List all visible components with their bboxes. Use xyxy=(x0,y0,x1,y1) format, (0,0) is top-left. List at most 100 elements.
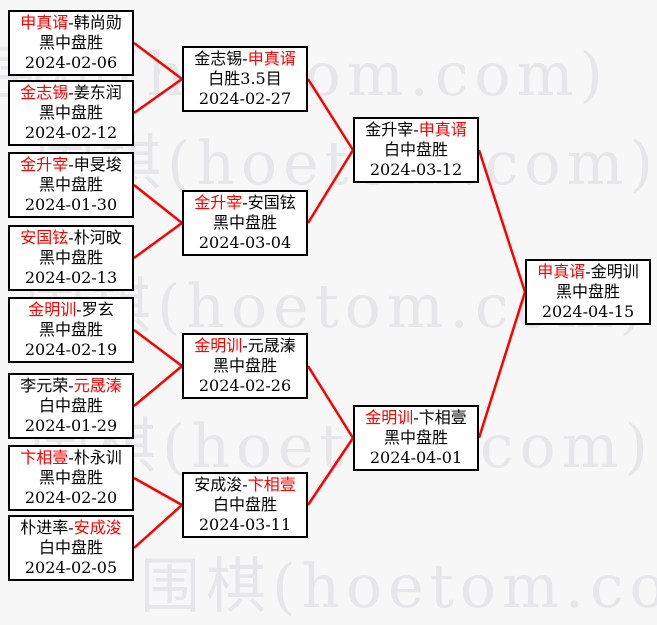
connector-line xyxy=(306,149,355,224)
players-dash: - xyxy=(242,49,248,68)
player-name-left: 金升宰 xyxy=(194,193,243,212)
player-name-right: 元晟溱 xyxy=(73,376,122,395)
match-result: 白中盘胜 xyxy=(38,538,103,557)
match-box-round-2-4: 安成浚-卞相壹 白中盘胜 2024-03-11 xyxy=(182,472,308,538)
match-players: 金志锡-姜东润 xyxy=(10,83,132,103)
players-dash: - xyxy=(413,408,419,427)
player-name-left: 卞相壹 xyxy=(20,448,69,467)
match-box-round-1-2: 金志锡-姜东润 黑中盘胜 2024-02-12 xyxy=(8,80,134,146)
match-date: 2024-02-27 xyxy=(198,89,292,108)
players-dash: - xyxy=(68,13,74,32)
match-result: 黑中盘胜 xyxy=(38,468,103,487)
match-date: 2024-02-06 xyxy=(24,53,118,72)
match-players: 申真谞-金明训 xyxy=(527,262,649,282)
match-result: 白中盘胜 xyxy=(212,495,277,514)
match-date: 2024-04-15 xyxy=(541,302,635,321)
match-date: 2024-03-04 xyxy=(198,233,292,252)
match-result: 黑中盘胜 xyxy=(212,356,277,375)
match-box-round-1-8: 朴进率-安成浚 白中盘胜 2024-02-05 xyxy=(8,515,134,581)
connector-line xyxy=(133,42,183,80)
connector-line xyxy=(133,77,183,115)
match-result: 黑中盘胜 xyxy=(555,282,620,301)
match-result: 白中盘胜 xyxy=(383,140,448,159)
player-name-right: 罗玄 xyxy=(81,300,114,319)
match-players: 金升宰-安国铉 xyxy=(184,193,306,213)
match-result: 黑中盘胜 xyxy=(383,428,448,447)
match-players: 金升宰-申旻埈 xyxy=(10,155,132,175)
player-name-right: 韩尚勋 xyxy=(73,13,122,32)
match-date: 2024-02-19 xyxy=(24,340,118,359)
player-name-left: 李元荣 xyxy=(20,376,69,395)
player-name-right: 安成浚 xyxy=(73,518,122,537)
match-players: 卞相壹-朴永训 xyxy=(10,448,132,468)
player-name-right: 申真谞 xyxy=(418,120,467,139)
player-name-right: 卞相壹 xyxy=(247,475,296,494)
players-dash: - xyxy=(242,336,248,355)
match-box-round-1-5: 金明训-罗玄 黑中盘胜 2024-02-19 xyxy=(8,297,134,363)
connector-line xyxy=(306,437,355,506)
player-name-right: 申真谞 xyxy=(247,49,296,68)
player-name-left: 金明训 xyxy=(365,408,414,427)
connector-line xyxy=(133,365,183,407)
player-name-right: 卞相壹 xyxy=(418,408,467,427)
match-players: 申真谞-韩尚勋 xyxy=(10,13,132,33)
match-result: 黑中盘胜 xyxy=(212,213,277,232)
match-date: 2024-02-26 xyxy=(198,376,292,395)
connector-line xyxy=(133,184,183,224)
match-players: 金明训-罗玄 xyxy=(10,300,132,320)
match-players: 安成浚-卞相壹 xyxy=(184,475,306,495)
match-players: 李元荣-元晟溱 xyxy=(10,376,132,396)
players-dash: - xyxy=(68,448,74,467)
player-name-left: 金志锡 xyxy=(194,49,243,68)
match-date: 2024-02-12 xyxy=(24,123,118,142)
players-dash: - xyxy=(413,120,419,139)
match-box-round-1-7: 卞相壹-朴永训 黑中盘胜 2024-02-20 xyxy=(8,445,134,511)
match-box-round-1-6: 李元荣-元晟溱 白中盘胜 2024-01-29 xyxy=(8,373,134,439)
player-name-right: 安国铉 xyxy=(247,193,296,212)
connector-line xyxy=(133,221,183,260)
player-name-left: 金志锡 xyxy=(20,83,69,102)
players-dash: - xyxy=(68,228,74,247)
match-result: 黑中盘胜 xyxy=(38,320,103,339)
player-name-right: 朴永训 xyxy=(73,448,122,467)
player-name-right: 申旻埈 xyxy=(73,155,122,174)
player-name-left: 朴进率 xyxy=(20,518,69,537)
players-dash: - xyxy=(585,262,591,281)
players-dash: - xyxy=(76,300,82,319)
match-box-semifinal-2: 金明训-卞相壹 黑中盘胜 2024-04-01 xyxy=(353,405,479,471)
match-box-round-1-1: 申真谞-韩尚勋 黑中盘胜 2024-02-06 xyxy=(8,10,134,76)
match-box-round-1-4: 安国铉-朴河旼 黑中盘胜 2024-02-13 xyxy=(8,225,134,291)
match-players: 安国铉-朴河旼 xyxy=(10,228,132,248)
players-dash: - xyxy=(242,475,248,494)
match-box-round-2-2: 金升宰-安国铉 黑中盘胜 2024-03-04 xyxy=(182,190,308,256)
match-result: 白胜3.5目 xyxy=(208,69,282,88)
match-box-semifinal-1: 金升宰-申真谞 白中盘胜 2024-03-12 xyxy=(353,117,479,183)
player-name-left: 金升宰 xyxy=(20,155,69,174)
match-date: 2024-02-05 xyxy=(24,558,118,577)
player-name-right: 姜东润 xyxy=(73,83,122,102)
match-date: 2024-03-12 xyxy=(369,160,463,179)
match-players: 金升宰-申真谞 xyxy=(355,120,477,140)
player-name-right: 金明训 xyxy=(590,262,639,281)
bracket-connectors xyxy=(133,42,527,549)
match-players: 金明训-卞相壹 xyxy=(355,408,477,428)
player-name-left: 金明训 xyxy=(28,300,77,319)
connector-line xyxy=(133,504,183,549)
connector-line xyxy=(133,329,183,367)
player-name-right: 朴河旼 xyxy=(73,228,122,247)
match-result: 黑中盘胜 xyxy=(38,33,103,52)
match-date: 2024-01-29 xyxy=(24,416,118,435)
players-dash: - xyxy=(242,193,248,212)
connector-line xyxy=(306,78,355,151)
players-dash: - xyxy=(68,83,74,102)
player-name-left: 金明训 xyxy=(194,336,243,355)
match-players: 金志锡-申真谞 xyxy=(184,49,306,69)
match-box-round-1-3: 金升宰-申旻埈 黑中盘胜 2024-01-30 xyxy=(8,152,134,218)
match-box-final-1: 申真谞-金明训 黑中盘胜 2024-04-15 xyxy=(525,259,651,325)
match-result: 黑中盘胜 xyxy=(38,103,103,122)
players-dash: - xyxy=(68,376,74,395)
players-dash: - xyxy=(68,518,74,537)
player-name-left: 申真谞 xyxy=(20,13,69,32)
match-result: 白中盘胜 xyxy=(38,396,103,415)
connector-line xyxy=(133,476,183,507)
